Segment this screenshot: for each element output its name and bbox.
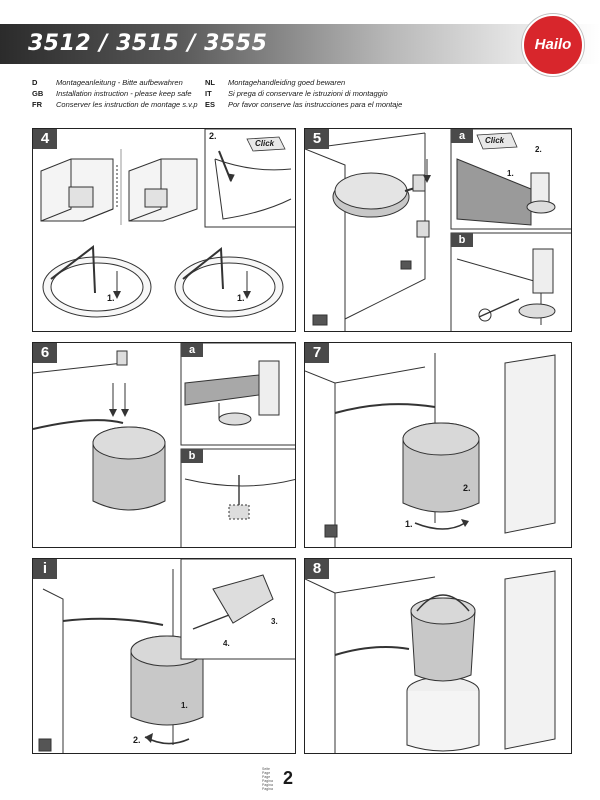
product-title: 3512 / 3515 / 3555 [28,31,268,56]
step-8-illustration [305,570,556,753]
step-5-panel: 5 a b Click 2. 1. [304,128,572,332]
header-bar [0,24,600,64]
step-8-label: 8 [305,559,329,579]
lang-code-fr: FR [32,100,42,109]
lang-code-nl: NL [205,78,215,87]
lang-text-nl: Montagehandleiding goed bewaren [228,78,346,87]
page-word-de: Seite [262,767,270,771]
step-5-number-1: 1. [507,169,514,178]
page-word-es: Pagina [262,787,273,791]
lang-code-gb: GB [32,89,44,98]
lang-code-it: IT [205,89,212,98]
step-6-sub-a: a [181,343,203,357]
step-i-number-2: 2. [133,735,141,745]
step-i-number-3: 3. [271,617,278,626]
step-7-panel: 7 1. 2. [304,342,572,548]
step-i-panel: i 1. 2. 3. 4. [32,558,296,754]
step-i-number-1: 1. [181,701,188,710]
step-5-sub-b: b [451,233,473,247]
step-6-label: 6 [33,343,57,363]
page-word-nl: Pagina [262,779,273,783]
lang-text-es: Por favor conserve las instrucciones par… [228,100,403,109]
lang-text-fr: Conserver les instruction de montage s.v… [56,100,198,109]
page-word-it: Pagina [262,783,273,787]
step-i-illustration [38,559,295,753]
step-8-panel: 8 [304,558,572,754]
lang-text-d: Montageanleitung - Bitte aufbewahren [56,78,183,87]
page-word-gb: Page [262,771,271,775]
step-4-click-label: Click [255,139,275,148]
step-7-number-1: 1. [405,519,413,529]
step-i-label: i [33,559,57,579]
hailo-logo: Hailo [522,14,584,76]
step-4-label: 4 [33,129,57,149]
lang-code-es: ES [205,100,216,109]
step-5-illustration [305,129,571,331]
step-7-label: 7 [305,343,329,363]
step-4-right-number: 1. [237,293,245,303]
step-i-number-4: 4. [223,639,230,648]
step-5-number-2: 2. [535,145,542,154]
page-number: 2 [283,768,294,788]
step-6-illustration [33,343,295,547]
step-5-label: 5 [305,129,329,149]
step-7-number-2: 2. [463,483,471,493]
lang-code-d: D [32,78,38,87]
lang-text-gb: Installation instruction - please keep s… [56,89,192,98]
step-4-left-number: 1. [107,293,115,303]
lang-text-it: Si prega di conservare le istruzioni di … [228,89,388,98]
step-5-sub-a: a [451,129,473,143]
step-6-sub-b: b [181,449,203,463]
step-4-inset-number: 2. [209,131,217,141]
step-5-click-label: Click [485,136,505,145]
step-7-illustration [305,353,556,547]
step-6-panel: 6 a b [32,342,296,548]
logo-text: Hailo [534,36,572,53]
page-word-fr: Page [262,775,271,779]
step-4-illustration [40,129,295,318]
step-4-panel: 4 2. Click 1. 1. [32,128,296,332]
page-words: Seite Page Page Pagina Pagina Pagina [262,767,273,791]
